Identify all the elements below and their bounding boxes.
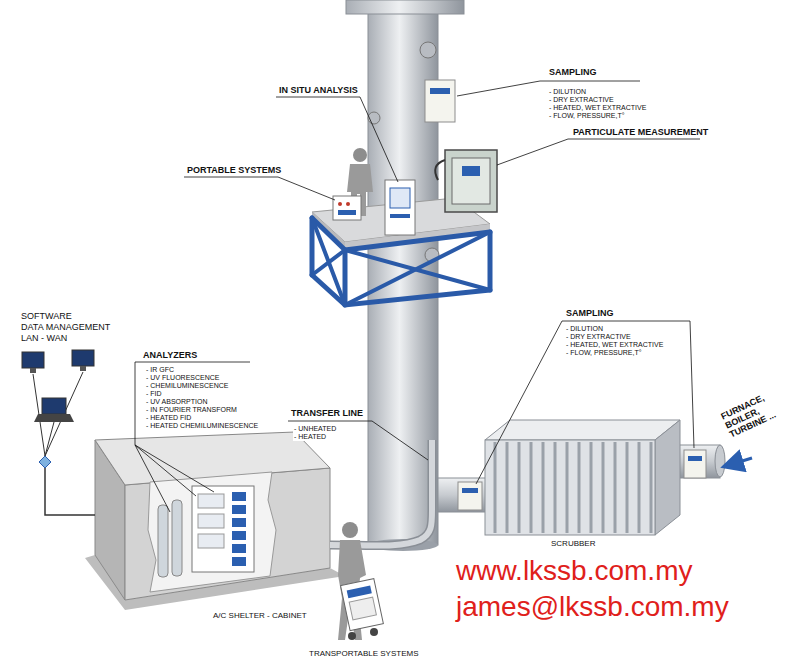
callout-heading: ANALYZERS: [142, 351, 198, 361]
callout-item: - DILUTION: [548, 88, 587, 96]
callout-item: - HEATED CHEMILUMINESCENCE: [145, 422, 259, 430]
callout-heading: TRANSFER LINE: [290, 409, 364, 419]
callout-item: A/C SHELTER - CABINET: [212, 612, 308, 621]
callout-item: - HEATED, WET EXTRACTIVE: [565, 341, 664, 349]
callout-item: - UV FLUORESCENCE: [145, 374, 221, 382]
callout-item: TRANSPORTABLE SYSTEMS: [308, 650, 420, 659]
callout-item: - CHEMILUMINESCENCE: [145, 382, 229, 390]
callout-item: - HEATED: [293, 433, 327, 441]
callout-heading: FURNACE, BOILER, TURBINE ...: [719, 385, 793, 441]
callout-item: - DRY EXTRACTIVE: [565, 333, 632, 341]
callout-item: - FLOW, PRESSURE,T°: [565, 349, 643, 357]
callout-item: - UV ABSORPTION: [145, 398, 208, 406]
callout-item: - IN FOURIER TRANSFORM: [145, 406, 238, 414]
callout-item: SOFTWARE: [20, 312, 73, 322]
callout-heading: SAMPLING: [548, 68, 598, 78]
callout-item: - IR GFC: [145, 366, 175, 374]
callout-item: - DRY EXTRACTIVE: [548, 96, 615, 104]
callout-heading: PORTABLE SYSTEMS: [186, 166, 282, 176]
callout-item: DATA MANAGEMENT: [20, 323, 111, 333]
callout-heading: SAMPLING: [565, 309, 615, 319]
callout-item: - UNHEATED: [293, 425, 337, 433]
callout-item: - HEATED FID: [145, 414, 192, 422]
callout-heading: IN SITU ANALYSIS: [278, 86, 359, 96]
contact-text: james@lkssb.com.my: [455, 592, 730, 623]
callout-item: - FLOW, PRESSURE,T°: [548, 112, 626, 120]
callout-item: - FID: [145, 390, 163, 398]
callout-item: LAN - WAN: [20, 334, 68, 344]
contact-text: www.lkssb.com.my: [455, 556, 693, 587]
callout-item: - HEATED, WET EXTRACTIVE: [548, 104, 647, 112]
callout-heading: PARTICULATE MEASUREMENT: [572, 128, 709, 138]
callout-item: SCRUBBER: [550, 540, 596, 549]
callout-item: - DILUTION: [565, 325, 604, 333]
